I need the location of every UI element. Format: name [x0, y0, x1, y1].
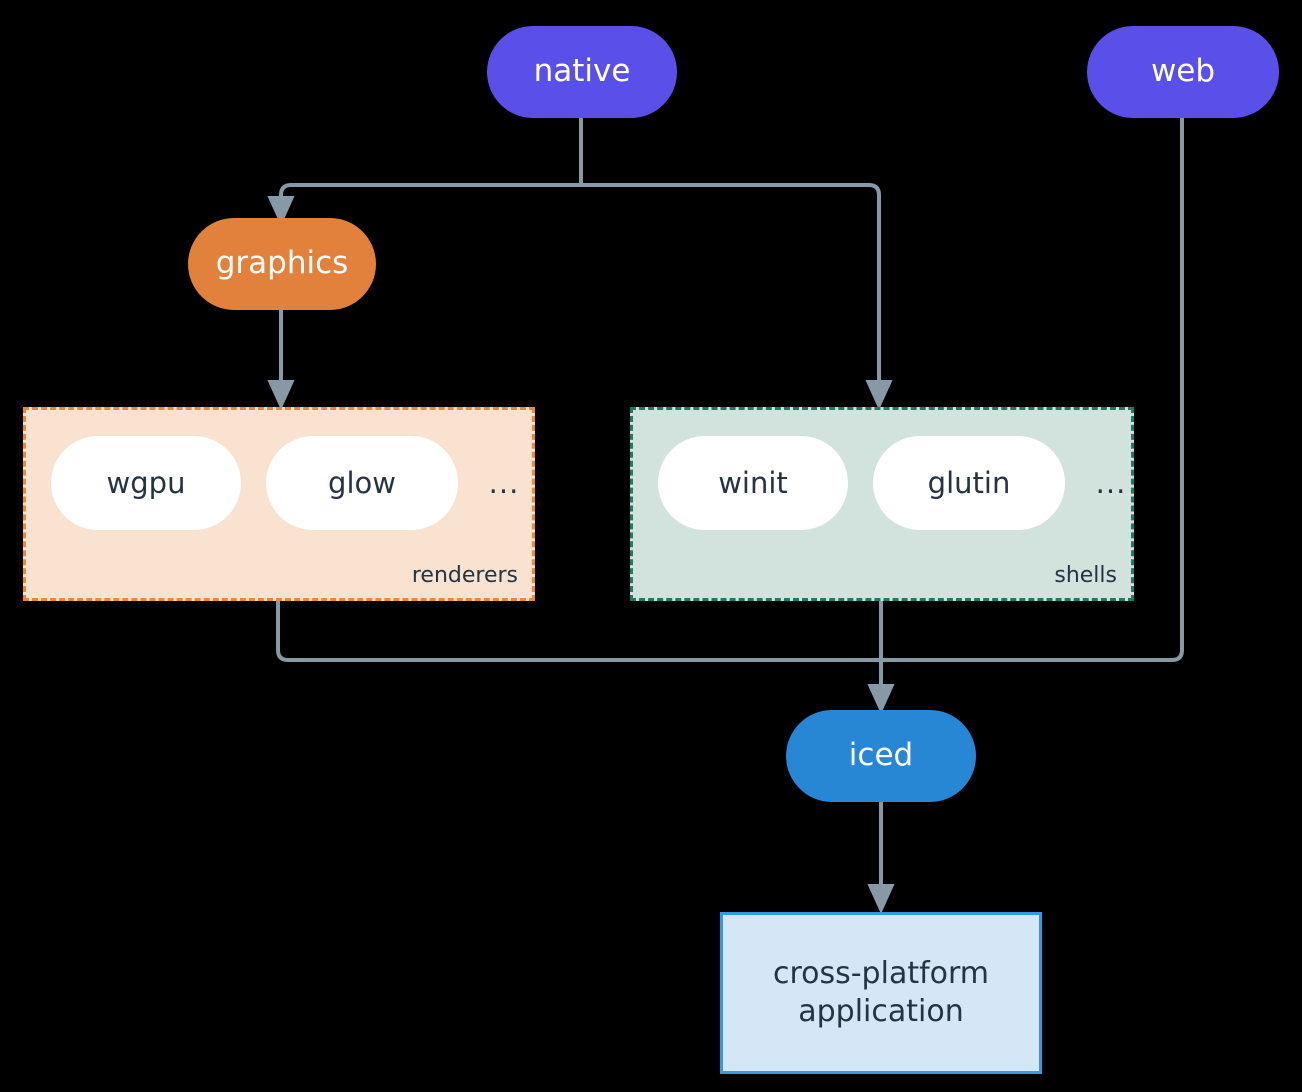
node-winit-label: winit: [718, 466, 788, 500]
node-glow[interactable]: glow: [266, 436, 458, 530]
node-native-label: native: [533, 53, 631, 90]
node-web[interactable]: web: [1087, 26, 1279, 118]
node-application-line1: cross-platform: [772, 955, 990, 991]
shells-overflow-label: ...: [1095, 466, 1127, 500]
node-winit[interactable]: winit: [658, 436, 848, 530]
node-wgpu-label: wgpu: [106, 466, 186, 500]
node-application[interactable]: cross-platform application: [720, 912, 1042, 1074]
node-native[interactable]: native: [487, 26, 677, 118]
node-glutin[interactable]: glutin: [873, 436, 1065, 530]
shells-overflow-ellipsis: ...: [1088, 436, 1134, 530]
renderers-overflow-ellipsis: ...: [481, 436, 527, 530]
node-glow-label: glow: [328, 466, 396, 500]
group-renderers-label: renderers: [411, 563, 518, 588]
node-wgpu[interactable]: wgpu: [51, 436, 241, 530]
node-iced-label: iced: [848, 737, 914, 774]
node-graphics-label: graphics: [215, 245, 349, 282]
node-glutin-label: glutin: [927, 466, 1011, 500]
node-graphics[interactable]: graphics: [188, 218, 376, 310]
edge-native-to-shells: [581, 183, 893, 410]
group-renderers[interactable]: wgpu glow ... renderers: [23, 407, 535, 601]
node-iced[interactable]: iced: [786, 710, 976, 802]
group-shells-label: shells: [1054, 563, 1117, 588]
edge-renderers-to-iced: [276, 601, 881, 662]
node-application-line2: application: [798, 994, 964, 1029]
edge-native-to-graphics: [267, 183, 581, 226]
group-shells[interactable]: winit glutin ... shells: [630, 407, 1134, 601]
renderers-overflow-label: ...: [488, 466, 520, 500]
node-web-label: web: [1150, 53, 1216, 90]
